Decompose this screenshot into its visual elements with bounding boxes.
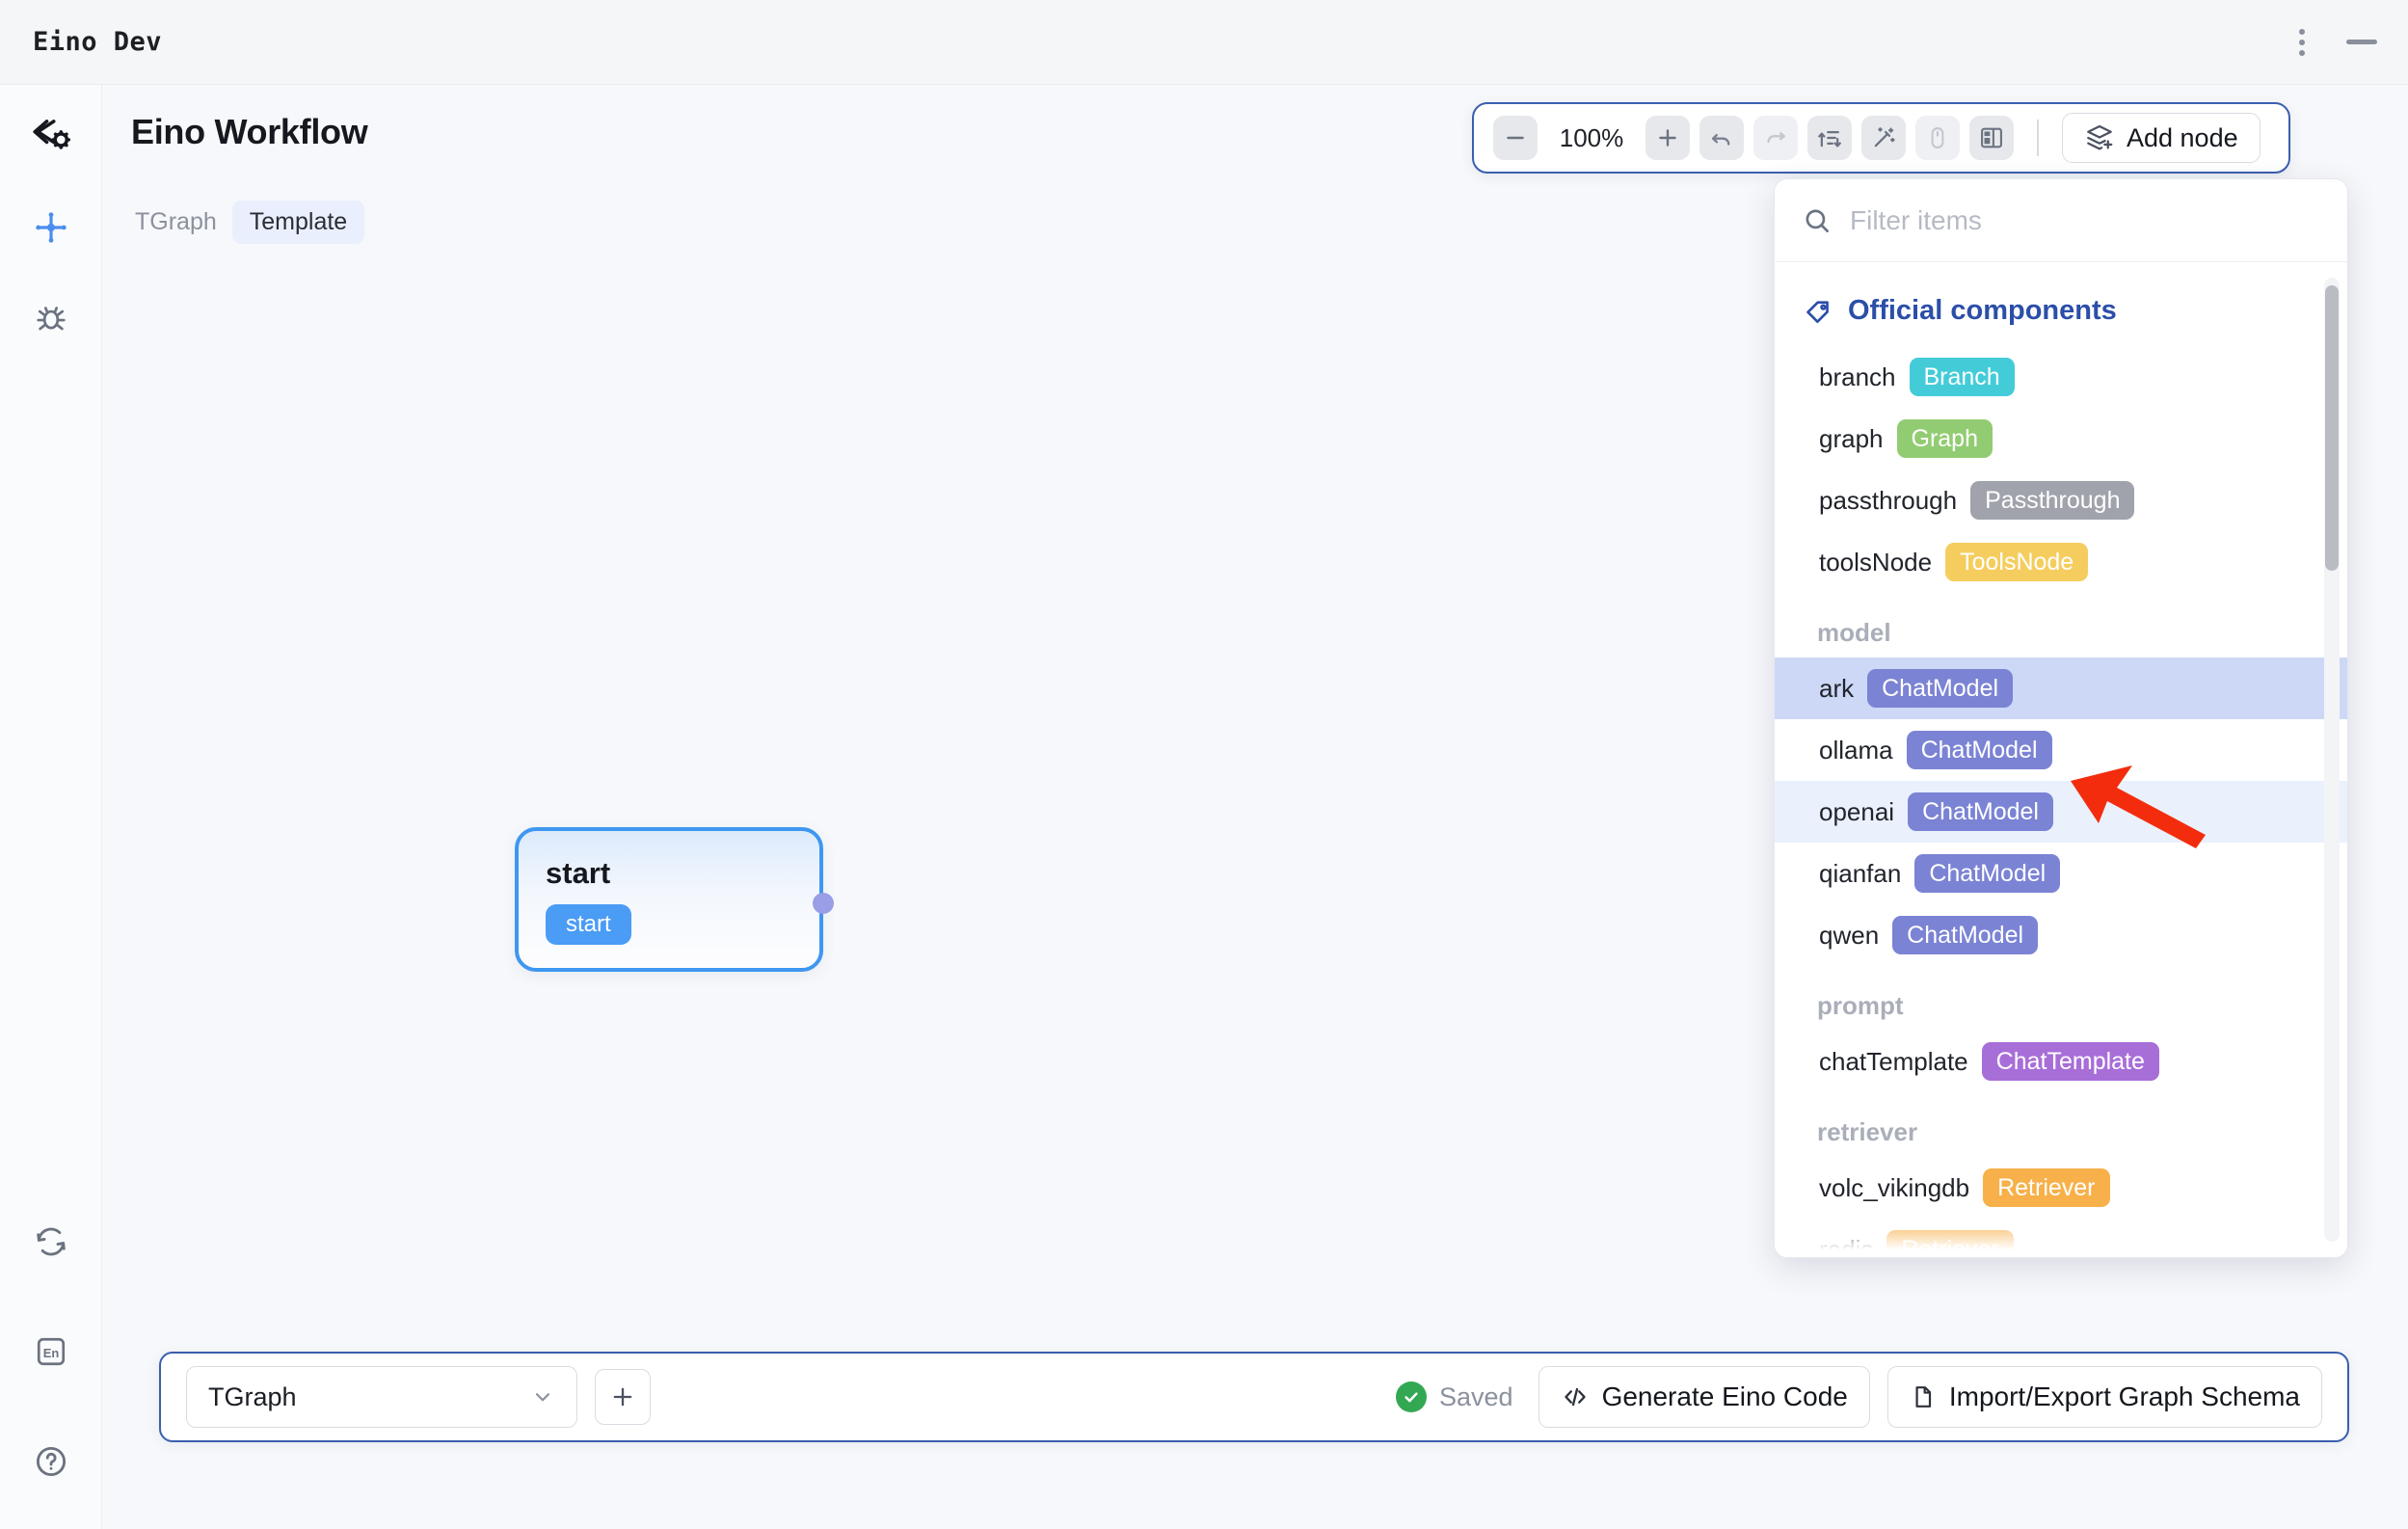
component-type-badge: ChatModel (1892, 916, 2039, 954)
component-item-name: ark (1819, 673, 1855, 703)
component-type-badge: Passthrough (1970, 481, 2135, 520)
breadcrumb-tgraph[interactable]: TGraph (135, 208, 217, 235)
zoom-level[interactable]: 100% (1559, 122, 1624, 152)
help-icon[interactable] (24, 1435, 78, 1489)
component-item-ollama[interactable]: ollama ChatModel (1775, 719, 2347, 781)
component-item-name: ollama (1819, 735, 1893, 764)
component-item-branch[interactable]: branch Branch (1775, 346, 2347, 408)
auto-layout-button[interactable] (1807, 116, 1852, 160)
check-circle-icon (1396, 1381, 1427, 1412)
search-icon (1806, 209, 1829, 232)
window-title: Eino Dev (33, 27, 163, 57)
filter-items-input[interactable] (1850, 204, 2264, 236)
bottom-bar-actions: Saved Generate Eino Code Import/Export G… (1396, 1366, 2322, 1428)
panel-layout-button[interactable] (1969, 116, 2014, 160)
graph-select[interactable]: TGraph (186, 1366, 577, 1428)
list-fade (1775, 1217, 2347, 1257)
import-export-schema-button[interactable]: Import/Export Graph Schema (1886, 1366, 2322, 1428)
component-item-name: chatTemplate (1819, 1046, 1968, 1076)
component-type-badge: Branch (1909, 358, 2015, 396)
component-type-badge: ChatModel (1906, 731, 2052, 769)
zoom-in-button[interactable] (1645, 116, 1690, 160)
component-picker-panel: Official components branch Branch graph Gra… (1774, 178, 2348, 1258)
component-item-volc_vikingdb[interactable]: volc_vikingdb Retriever (1775, 1157, 2347, 1219)
component-item-toolsNode[interactable]: toolsNode ToolsNode (1775, 531, 2347, 593)
component-type-badge: Graph (1896, 419, 1993, 458)
workflow-node-start[interactable]: start start (515, 827, 834, 972)
component-item-name: passthrough (1819, 485, 1958, 515)
component-group-label-retriever: retriever (1817, 1117, 1918, 1146)
add-node-button[interactable]: Add node (2062, 113, 2261, 163)
vertical-dots-icon[interactable] (2281, 21, 2323, 64)
undo-button[interactable] (1699, 116, 1744, 160)
window-titlebar: Eino Dev (0, 0, 2408, 85)
code-brackets-icon (1564, 1387, 1586, 1407)
import-export-schema-label: Import/Export Graph Schema (1948, 1381, 2300, 1411)
zoom-out-button[interactable] (1493, 116, 1538, 160)
component-item-ark[interactable]: ark ChatModel (1775, 657, 2347, 719)
breadcrumb-chip-template[interactable]: Template (231, 201, 365, 244)
chevron-down-icon (535, 1393, 550, 1402)
mouse-button[interactable] (1915, 116, 1960, 160)
component-item-openai[interactable]: openai ChatModel (1775, 781, 2347, 843)
rail-top-group (24, 85, 78, 345)
node-handle-output[interactable] (813, 893, 834, 914)
saved-status: Saved (1396, 1381, 1513, 1412)
toolbar-divider (2037, 120, 2039, 156)
graph-select-value: TGraph (208, 1381, 297, 1411)
generate-eino-code-button[interactable]: Generate Eino Code (1538, 1366, 1870, 1428)
component-list[interactable]: Official components branch Branch graph Gra… (1775, 262, 2347, 1257)
component-item-qwen[interactable]: qwen ChatModel (1775, 904, 2347, 966)
official-components-header: Official components (1775, 283, 2347, 346)
language-icon[interactable]: En (24, 1325, 78, 1379)
svg-text:En: En (42, 1346, 59, 1360)
add-node-label: Add node (2127, 122, 2238, 152)
component-item-qianfan[interactable]: qianfan ChatModel (1775, 843, 2347, 904)
add-graph-button[interactable] (595, 1369, 651, 1425)
component-item-name: branch (1819, 362, 1896, 391)
component-item-passthrough[interactable]: passthrough Passthrough (1775, 469, 2347, 531)
component-type-badge: ChatTemplate (1981, 1042, 2159, 1081)
component-item-name: qwen (1819, 920, 1880, 950)
window-controls (2281, 21, 2383, 64)
app-logo-icon[interactable] (24, 110, 78, 164)
bottom-bar: TGraph Saved Generate Eino Code (159, 1352, 2349, 1442)
official-components-label: Official components (1848, 295, 2117, 326)
page-title: Eino Workflow (131, 112, 368, 151)
left-rail: En (0, 85, 102, 1529)
refresh-icon[interactable] (24, 1215, 78, 1269)
component-type-badge: ChatModel (1908, 792, 2053, 831)
component-item-name: volc_vikingdb (1819, 1172, 1970, 1202)
component-item-name: openai (1819, 796, 1895, 826)
generate-eino-code-label: Generate Eino Code (1601, 1381, 1848, 1411)
component-group-label-prompt: prompt (1817, 991, 1904, 1020)
document-icon (1915, 1386, 1931, 1408)
rail-bottom-group: En (24, 1215, 78, 1529)
component-type-badge: Retriever (1983, 1168, 2110, 1207)
saved-label: Saved (1439, 1381, 1513, 1411)
component-group-label-model: model (1817, 618, 1891, 647)
component-type-badge: ChatModel (1867, 669, 2014, 708)
scrollbar-thumb[interactable] (2325, 285, 2339, 571)
component-type-badge: ToolsNode (1945, 543, 2089, 581)
node-title: start (546, 856, 611, 890)
component-item-graph[interactable]: graph Graph (1775, 408, 2347, 469)
minimize-icon[interactable] (2341, 21, 2383, 64)
tag-icon (1806, 300, 1829, 323)
component-item-chatTemplate[interactable]: chatTemplate ChatTemplate (1775, 1031, 2347, 1092)
component-item-name: graph (1819, 423, 1884, 453)
component-type-badge: ChatModel (1914, 854, 2061, 893)
node-badge: start (546, 904, 631, 945)
component-item-name: toolsNode (1819, 547, 1933, 577)
bug-icon[interactable] (24, 291, 78, 345)
canvas-toolbar: 100% (1472, 102, 2290, 174)
component-list-body: branch Branch graph Graph passthrough Passthr… (1775, 346, 2347, 1257)
panel-search-row (1775, 179, 2347, 262)
sidebar-item-graph[interactable] (24, 201, 78, 255)
redo-button[interactable] (1753, 116, 1798, 160)
component-item-name: qianfan (1819, 858, 1902, 888)
magic-wand-button[interactable] (1861, 116, 1906, 160)
breadcrumb: TGraph Template (131, 201, 365, 244)
